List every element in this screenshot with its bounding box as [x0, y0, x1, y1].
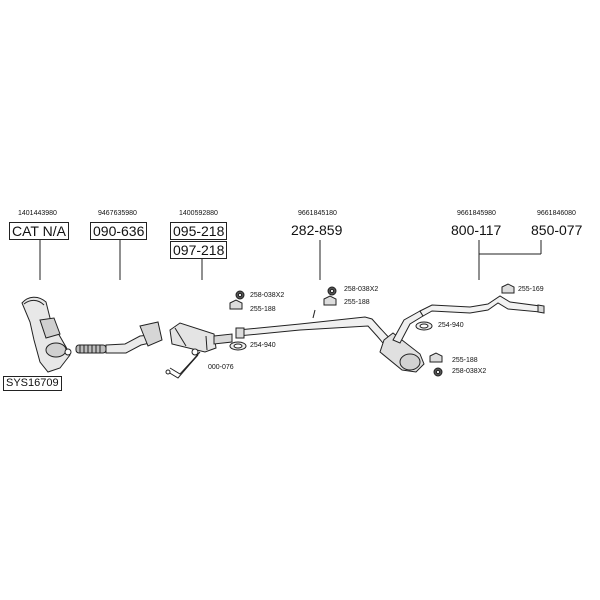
- middle-silencer: [379, 310, 425, 373]
- bracket-icon: [229, 299, 243, 310]
- part-number-dpf-alt[interactable]: 097-218: [170, 241, 228, 259]
- oem-number-front-pipe: 9467635980: [98, 210, 137, 217]
- catalytic-converter: [21, 296, 72, 373]
- mount-icon: [235, 290, 245, 300]
- bracket-icon: [429, 352, 443, 363]
- dpf: [169, 322, 233, 356]
- oem-number-rear-b: 9661846080: [537, 210, 576, 217]
- sensor-pipe: [165, 351, 201, 379]
- fitting-label[interactable]: 258-038X2: [344, 286, 379, 293]
- oem-number-dpf: 1400592880: [179, 210, 218, 217]
- bracket-icon: [501, 283, 515, 294]
- fitting-label[interactable]: 254-940: [250, 342, 276, 349]
- part-number-cat[interactable]: CAT N/A: [9, 222, 69, 240]
- system-reference: SYS16709: [3, 376, 62, 391]
- clamp-icon: [415, 321, 433, 331]
- fitting-label[interactable]: 258-038X2: [250, 292, 285, 299]
- part-number-rear-a[interactable]: 800-117: [451, 222, 502, 238]
- fitting-label[interactable]: 000-076: [208, 364, 234, 371]
- part-number-dpf[interactable]: 095-218: [170, 222, 228, 240]
- fitting-label[interactable]: 254-940: [438, 322, 464, 329]
- oem-number-cat: 1401443980: [18, 210, 57, 217]
- fitting-label[interactable]: 255-188: [250, 306, 276, 313]
- fitting-label[interactable]: 255-188: [344, 299, 370, 306]
- mount-icon: [433, 367, 443, 377]
- oem-number-middle-pipe: 9661845180: [298, 210, 337, 217]
- fitting-label[interactable]: 258-038X2: [452, 368, 487, 375]
- part-number-middle-pipe[interactable]: 282-859: [291, 222, 343, 238]
- rear-pipe: [419, 295, 545, 317]
- clamp-icon: [229, 341, 247, 351]
- front-pipe: [75, 321, 163, 354]
- mount-icon: [327, 286, 337, 296]
- fitting-label[interactable]: 255-169: [518, 286, 544, 293]
- oem-number-rear-a: 9661845980: [457, 210, 496, 217]
- part-number-rear-b[interactable]: 850-077: [531, 222, 583, 238]
- fitting-label[interactable]: 255-188: [452, 357, 478, 364]
- part-number-front-pipe[interactable]: 090-636: [90, 222, 148, 240]
- bracket-icon: [323, 295, 337, 306]
